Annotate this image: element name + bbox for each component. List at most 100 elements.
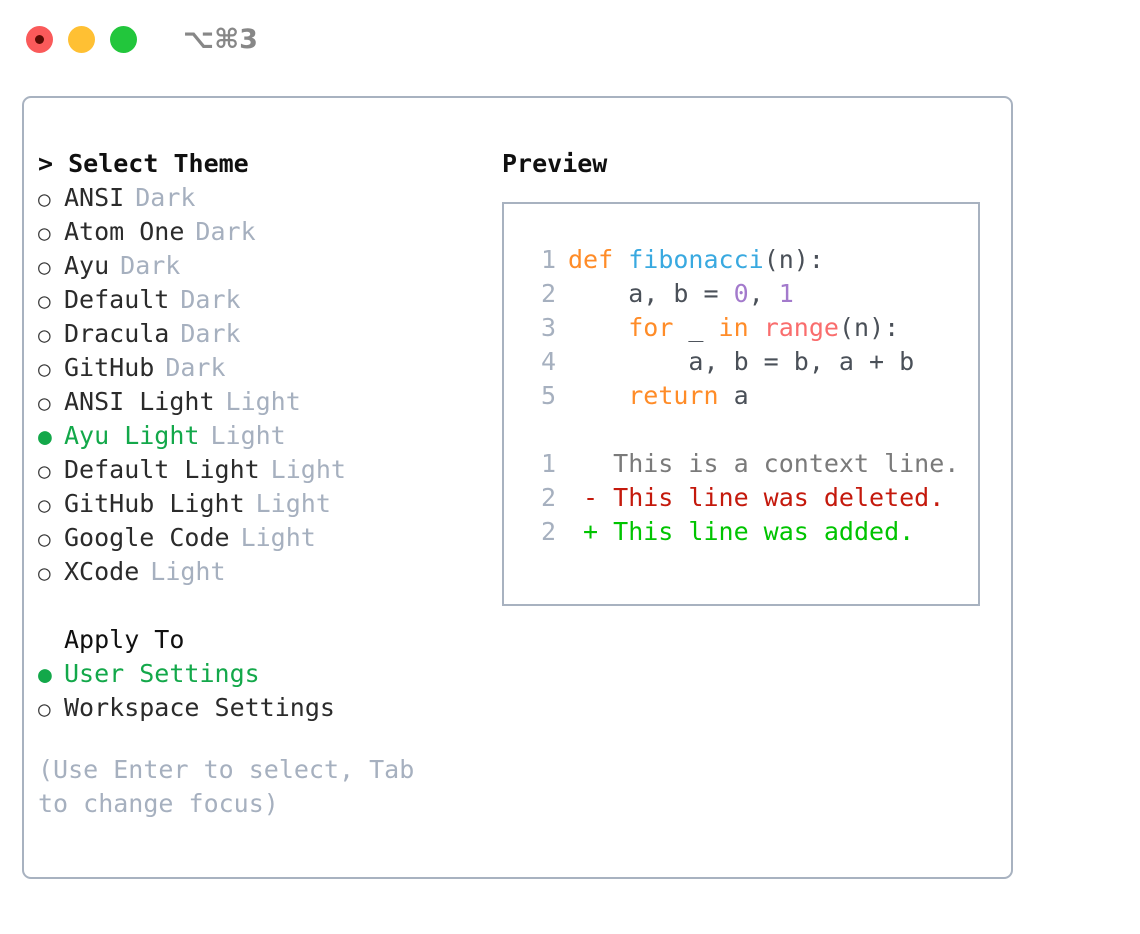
apply-option-workspace-settings[interactable]: ○Workspace Settings (38, 691, 498, 725)
code-line: 1 def fibonacci(n): (522, 243, 978, 277)
recording-indicator-icon (35, 34, 44, 44)
token-kw: return (628, 381, 719, 410)
token-pln: , (748, 279, 779, 308)
line-number: 4 (540, 347, 556, 376)
theme-option-label: Google Code (64, 523, 230, 552)
apply-option-user-settings[interactable]: ● User Settings (38, 657, 498, 691)
token-kw: in (718, 313, 749, 342)
window-controls (26, 25, 137, 53)
maximize-dot-icon[interactable] (110, 25, 137, 53)
radio-unselected-icon: ○ (38, 459, 51, 483)
theme-option-default-light[interactable]: ○ Default Light Light (38, 453, 498, 487)
theme-option-variant: Light (210, 421, 286, 450)
token-pln: _ (673, 313, 719, 342)
line-content: for _ in range(n): (568, 311, 899, 345)
theme-option-variant: Light (150, 557, 226, 586)
line-number: 2 (540, 517, 556, 546)
theme-option-label: GitHub Light (64, 489, 245, 518)
code-line: 3 for _ in range(n): (522, 311, 978, 345)
code-line: 4 a, b = b, a + b (522, 345, 978, 379)
select-theme-header: > Select Theme (38, 149, 249, 178)
theme-option-variant: Dark (120, 251, 181, 280)
token-ctx: This is a context line. (568, 449, 960, 478)
token-pln (749, 313, 764, 342)
token-kw: def (568, 245, 629, 274)
token-kw: for (628, 313, 674, 342)
preview-title: Preview (502, 149, 608, 178)
token-add: + This line was added. (568, 517, 915, 546)
radio-unselected-icon: ○ (38, 221, 51, 245)
diff-line: 1 This is a context line. (522, 447, 978, 481)
theme-option-label: Default (64, 285, 170, 314)
theme-option-variant: Dark (180, 285, 241, 314)
theme-option-default[interactable]: ○ Default Dark (38, 283, 498, 317)
token-call: range (763, 313, 839, 342)
line-content: a, b = b, a + b (568, 345, 914, 379)
theme-option-variant: Dark (180, 319, 241, 348)
theme-option-label: ANSI Light (64, 387, 215, 416)
code-diff-gap (522, 413, 978, 447)
line-number: 5 (540, 381, 556, 410)
radio-unselected-icon: ○ (38, 561, 51, 585)
line-content: + This line was added. (568, 515, 914, 549)
theme-option-variant: Dark (195, 217, 256, 246)
radio-unselected-icon: ○ (38, 289, 51, 313)
token-fn: fibonacci (628, 245, 764, 274)
minimize-dot-icon[interactable] (68, 25, 95, 53)
diff-line: 2 + This line was added. (522, 515, 978, 549)
apply-to-list: ● User Settings ○Workspace Settings (38, 657, 498, 725)
theme-option-atom-one[interactable]: ○ Atom One Dark (38, 215, 498, 249)
token-pln (568, 313, 628, 342)
title-bar: ⌥⌘3 (0, 0, 1140, 78)
radio-unselected-icon: ○ (38, 527, 51, 551)
theme-option-variant: Light (270, 455, 346, 484)
keyboard-shortcut-label: ⌥⌘3 (183, 23, 258, 55)
line-number: 3 (540, 313, 556, 342)
radio-unselected-icon: ○ (38, 187, 51, 211)
line-content: def fibonacci(n): (568, 243, 824, 277)
theme-option-label: Atom One (64, 217, 185, 246)
close-dot-icon[interactable] (26, 25, 53, 53)
line-content: a, b = 0, 1 (568, 277, 794, 311)
line-number: 1 (540, 449, 556, 478)
apply-to-header: Apply To (64, 625, 185, 654)
token-pln: (n): (838, 313, 900, 342)
diff-sample: 1 This is a context line. 2 - This line w… (522, 447, 978, 549)
token-pln: a (718, 381, 749, 410)
radio-unselected-icon: ○ (38, 255, 51, 279)
apply-option-label: User Settings (64, 659, 260, 688)
code-line: 5 return a (522, 379, 978, 413)
token-num: 0 (733, 279, 749, 308)
token-pln: a, b = (568, 279, 734, 308)
token-num: 1 (778, 279, 794, 308)
radio-selected-icon: ● (38, 662, 52, 688)
theme-option-variant: Dark (135, 183, 196, 212)
theme-option-variant: Dark (165, 353, 226, 382)
line-number: 2 (540, 279, 556, 308)
theme-option-label: Dracula (64, 319, 170, 348)
theme-option-dracula[interactable]: ○ Dracula Dark (38, 317, 498, 351)
keyboard-hint-text: (Use Enter to select, Tab to change focu… (38, 755, 430, 818)
line-number: 1 (540, 245, 556, 274)
radio-unselected-icon: ○ (38, 323, 51, 347)
token-del: - This line was deleted. (568, 483, 945, 512)
radio-unselected-icon: ○ (38, 493, 51, 517)
code-line: 2 a, b = 0, 1 (522, 277, 978, 311)
token-pln: (n): (763, 245, 824, 274)
radio-selected-icon: ● (38, 424, 52, 450)
theme-option-label: Default Light (64, 455, 260, 484)
line-content: return a (568, 379, 749, 413)
